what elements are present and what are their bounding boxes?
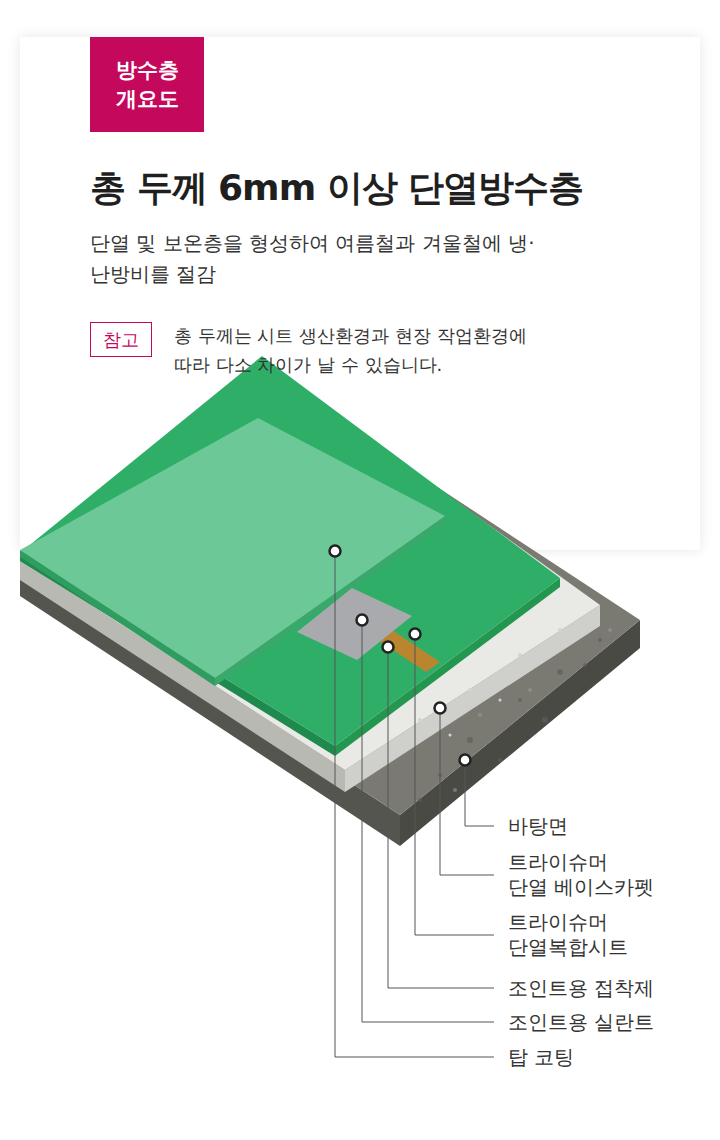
callout-label: 바탕면	[508, 814, 688, 839]
node-text: 방수층 개요도	[114, 56, 180, 113]
callout-label: 트라이슈머 단열 베이스카펫	[508, 850, 668, 900]
callout-label: 트라이슈머 단열복합시트	[508, 910, 668, 960]
page-title: 총 두께 6mm 이상 단열방수층	[90, 164, 583, 213]
note-text: 총 두께는 시트 생산환경과 현장 작업환경에 따라 다소 차이가 날 수 있습…	[174, 322, 594, 380]
header-badge: 방수층 개요도	[90, 37, 204, 132]
callout-label: 조인트용 접착제	[508, 976, 708, 1001]
callout-label: 탑 코팅	[508, 1045, 708, 1070]
node-text: 참고	[103, 328, 139, 352]
callout-label: 조인트용 실란트	[508, 1010, 708, 1035]
note-tag: 참고	[90, 322, 152, 357]
subtitle-text: 단열 및 보온층을 형성하여 여름철과 겨울철에 냉·난방비를 절감	[90, 228, 540, 290]
